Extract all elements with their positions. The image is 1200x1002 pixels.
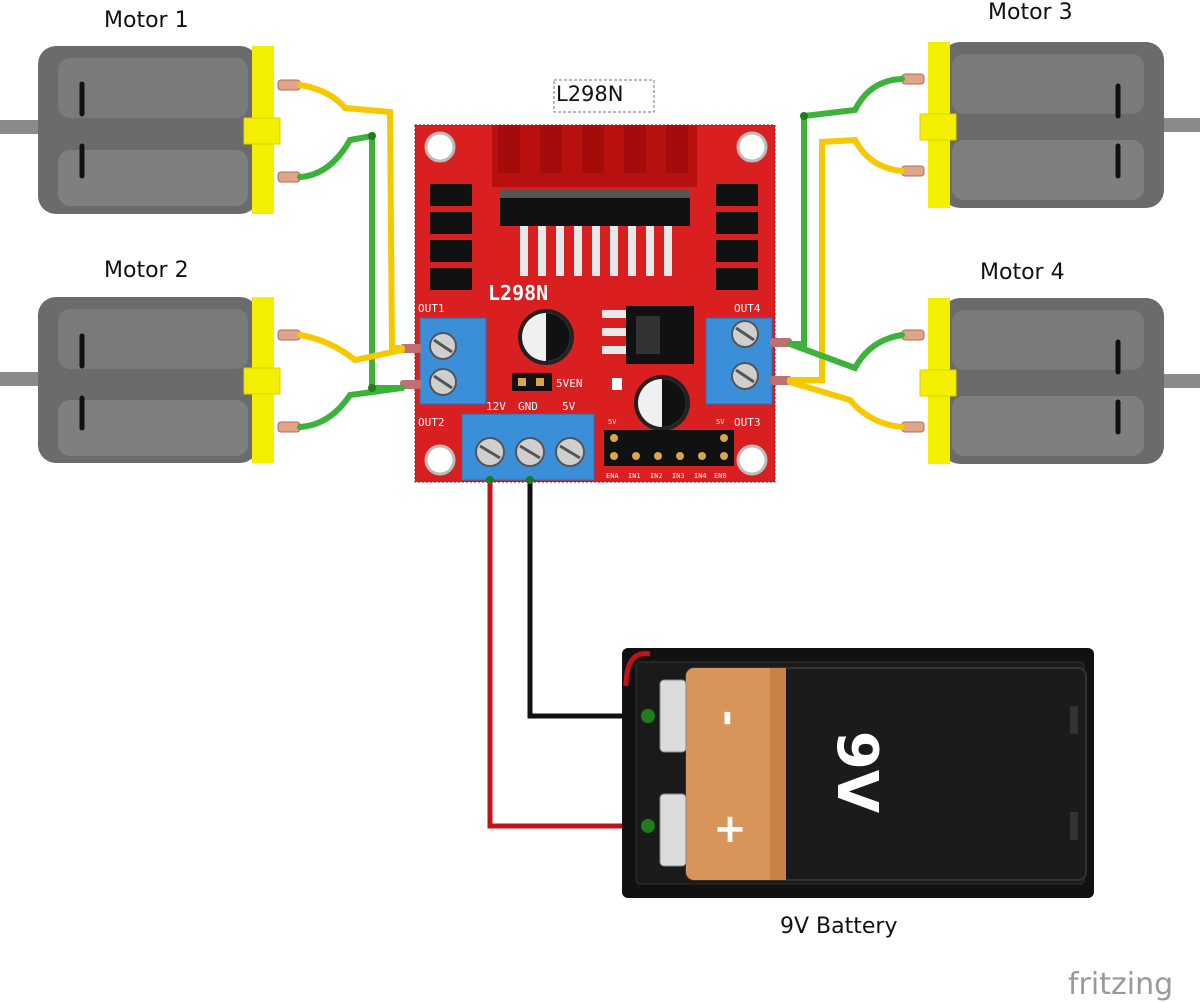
terminal-out3-out4 (705, 317, 773, 405)
header-pin-in1: IN1 (628, 472, 641, 480)
wire-motor4-green (787, 332, 905, 372)
diodes-left (430, 184, 472, 290)
label-motor-3: Motor 3 (988, 0, 1073, 25)
battery-face-label: 9V (824, 731, 889, 814)
l298n-board: L298N 5VEN OUT1 OUT (414, 124, 776, 483)
capacitor-right (634, 375, 690, 431)
label-out3: OUT3 (734, 416, 761, 429)
label-5ven: 5VEN (556, 377, 583, 390)
wire-motor3-green (787, 76, 905, 347)
wire-power-black (527, 477, 651, 719)
jumper-5ven (512, 373, 552, 391)
motor-1 (0, 46, 301, 214)
label-12v: 12V (486, 400, 506, 413)
label-out4: OUT4 (734, 302, 761, 315)
diodes-right (716, 184, 758, 290)
header-5v-right: 5V (716, 418, 725, 426)
capacitor-left (518, 309, 574, 365)
label-motor-2: Motor 2 (104, 258, 189, 283)
label-motor-1: Motor 1 (104, 8, 189, 33)
label-5v: 5V (562, 400, 576, 413)
header-pin-in4: IN4 (694, 472, 707, 480)
battery-minus-sign: - (706, 710, 752, 727)
label-gnd: GND (518, 400, 538, 413)
label-motor-4: Motor 4 (980, 260, 1065, 285)
terminal-out1-out2 (419, 317, 487, 405)
header-pin-in2: IN2 (650, 472, 663, 480)
battery-9v: - + 9V (622, 648, 1094, 898)
header-pins (604, 430, 734, 466)
label-out1: OUT1 (418, 302, 445, 315)
fritzing-watermark: fritzing (1068, 967, 1173, 1002)
wire-motor2-green (297, 385, 405, 430)
wire-motor1-green (297, 132, 405, 391)
wire-motor3-yellow (787, 136, 905, 383)
heatsink (492, 125, 697, 226)
voltage-regulator (602, 306, 694, 364)
motor-4 (901, 298, 1200, 464)
motor-2 (0, 297, 301, 463)
chip-legs (520, 226, 672, 276)
battery-plus-sign: + (713, 806, 747, 852)
label-battery: 9V Battery (780, 914, 897, 939)
header-pin-ena: ENA (606, 472, 619, 480)
board-silkscreen-label: L298N (488, 281, 548, 305)
header-5v-left: 5V (608, 418, 617, 426)
label-driver: L298N (556, 82, 624, 106)
header-pin-enb: ENB (714, 472, 727, 480)
header-pin-in3: IN3 (672, 472, 685, 480)
wire-motor4-yellow (787, 379, 905, 430)
motor-3 (901, 42, 1200, 208)
wire-motor1-yellow (297, 82, 405, 351)
wire-power-red (487, 477, 651, 829)
terminal-power (461, 413, 595, 481)
label-out2: OUT2 (418, 416, 445, 429)
wire-motor2-yellow (297, 332, 405, 364)
